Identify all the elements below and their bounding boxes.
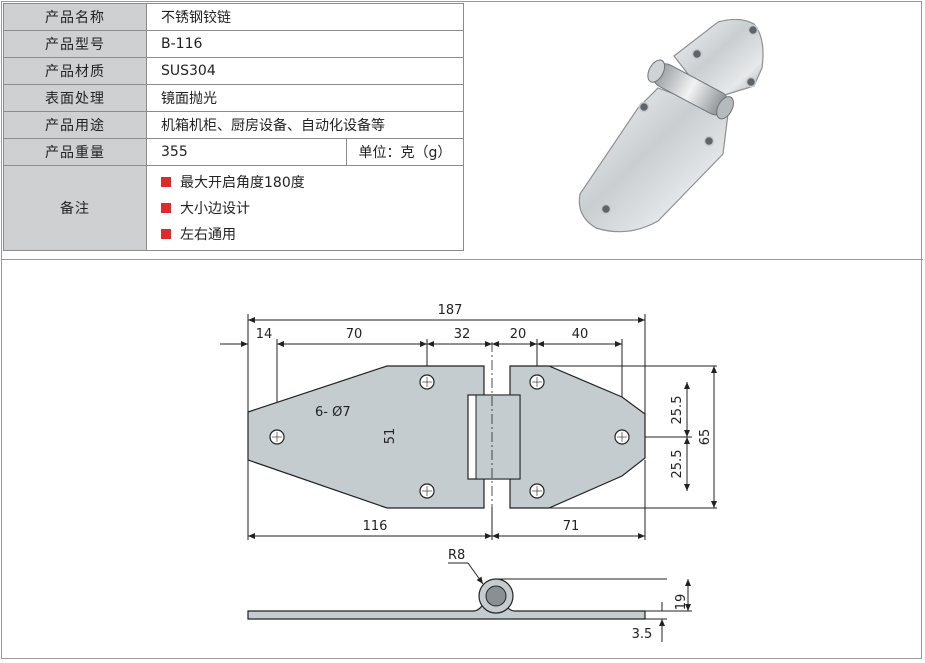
spec-label: 产品重量: [3, 138, 147, 166]
dim-vertical-51: 51: [383, 428, 398, 445]
spec-value: 355: [146, 138, 347, 166]
dim-center-to-hole: 20: [510, 327, 527, 342]
technical-drawing: 187 14 70 32 20 40 6- Ø7 51 25.5 25.5 65…: [220, 303, 717, 642]
dim-edge-to-hole: 14: [256, 327, 273, 342]
dim-hole-spacing: 70: [346, 327, 363, 342]
dim-upper-half: 25.5: [670, 396, 685, 425]
dim-right-hole-spacing: 40: [572, 327, 589, 342]
spec-row-finish: 表面处理 镜面抛光: [3, 84, 464, 112]
bullet-square-icon: [161, 177, 171, 187]
dim-hole-to-center: 32: [454, 327, 471, 342]
section-divider: [2, 259, 923, 260]
spec-row-weight: 产品重量 355 单位：克（g）: [3, 138, 464, 166]
dim-total-length: 187: [438, 303, 463, 318]
dim-left-leaf: 116: [363, 519, 388, 534]
spec-label: 产品材质: [3, 57, 147, 85]
notes-label: 备注: [3, 165, 147, 251]
note-item: 左右通用: [161, 221, 463, 247]
weight-unit: 单位：克（g）: [346, 138, 464, 166]
dim-knuckle-height: 19: [674, 594, 689, 611]
spec-value: 不锈钢铰链: [146, 3, 464, 31]
spec-label: 产品型号: [3, 30, 147, 58]
spec-row-usage: 产品用途 机箱机柜、厨房设备、自动化设备等: [3, 111, 464, 139]
spec-row-material: 产品材质 SUS304: [3, 57, 464, 85]
side-view: [247, 562, 692, 642]
hinge-product-photo: [578, 18, 764, 233]
right-leaf-shape: [509, 365, 646, 509]
dim-radius: R8: [448, 548, 465, 563]
dim-right-leaf: 71: [563, 519, 580, 534]
spec-label: 产品名称: [3, 3, 147, 31]
note-item: 最大开启角度180度: [161, 169, 463, 195]
spec-value: B-116: [146, 30, 464, 58]
left-leaf-shape: [247, 365, 485, 509]
bullet-square-icon: [161, 229, 171, 239]
note-item: 大小边设计: [161, 195, 463, 221]
spec-label: 表面处理: [3, 84, 147, 112]
spec-value: 机箱机柜、厨房设备、自动化设备等: [146, 111, 464, 139]
spec-value: SUS304: [146, 57, 464, 85]
bullet-square-icon: [161, 203, 171, 213]
spec-label: 产品用途: [3, 111, 147, 139]
spec-value: 镜面抛光: [146, 84, 464, 112]
spec-row-name: 产品名称 不锈钢铰链: [3, 3, 464, 31]
spec-table: 产品名称 不锈钢铰链 产品型号 B-116 产品材质 SUS304 表面处理 镜…: [3, 3, 464, 251]
dim-thickness: 3.5: [632, 627, 653, 642]
notes-list: 最大开启角度180度 大小边设计 左右通用: [146, 165, 464, 251]
dim-lower-half: 25.5: [670, 450, 685, 479]
dim-height: 65: [698, 429, 713, 446]
spec-row-notes: 备注 最大开启角度180度 大小边设计 左右通用: [3, 165, 464, 251]
spec-row-model: 产品型号 B-116: [3, 30, 464, 58]
dim-hole-callout: 6- Ø7: [315, 405, 351, 420]
